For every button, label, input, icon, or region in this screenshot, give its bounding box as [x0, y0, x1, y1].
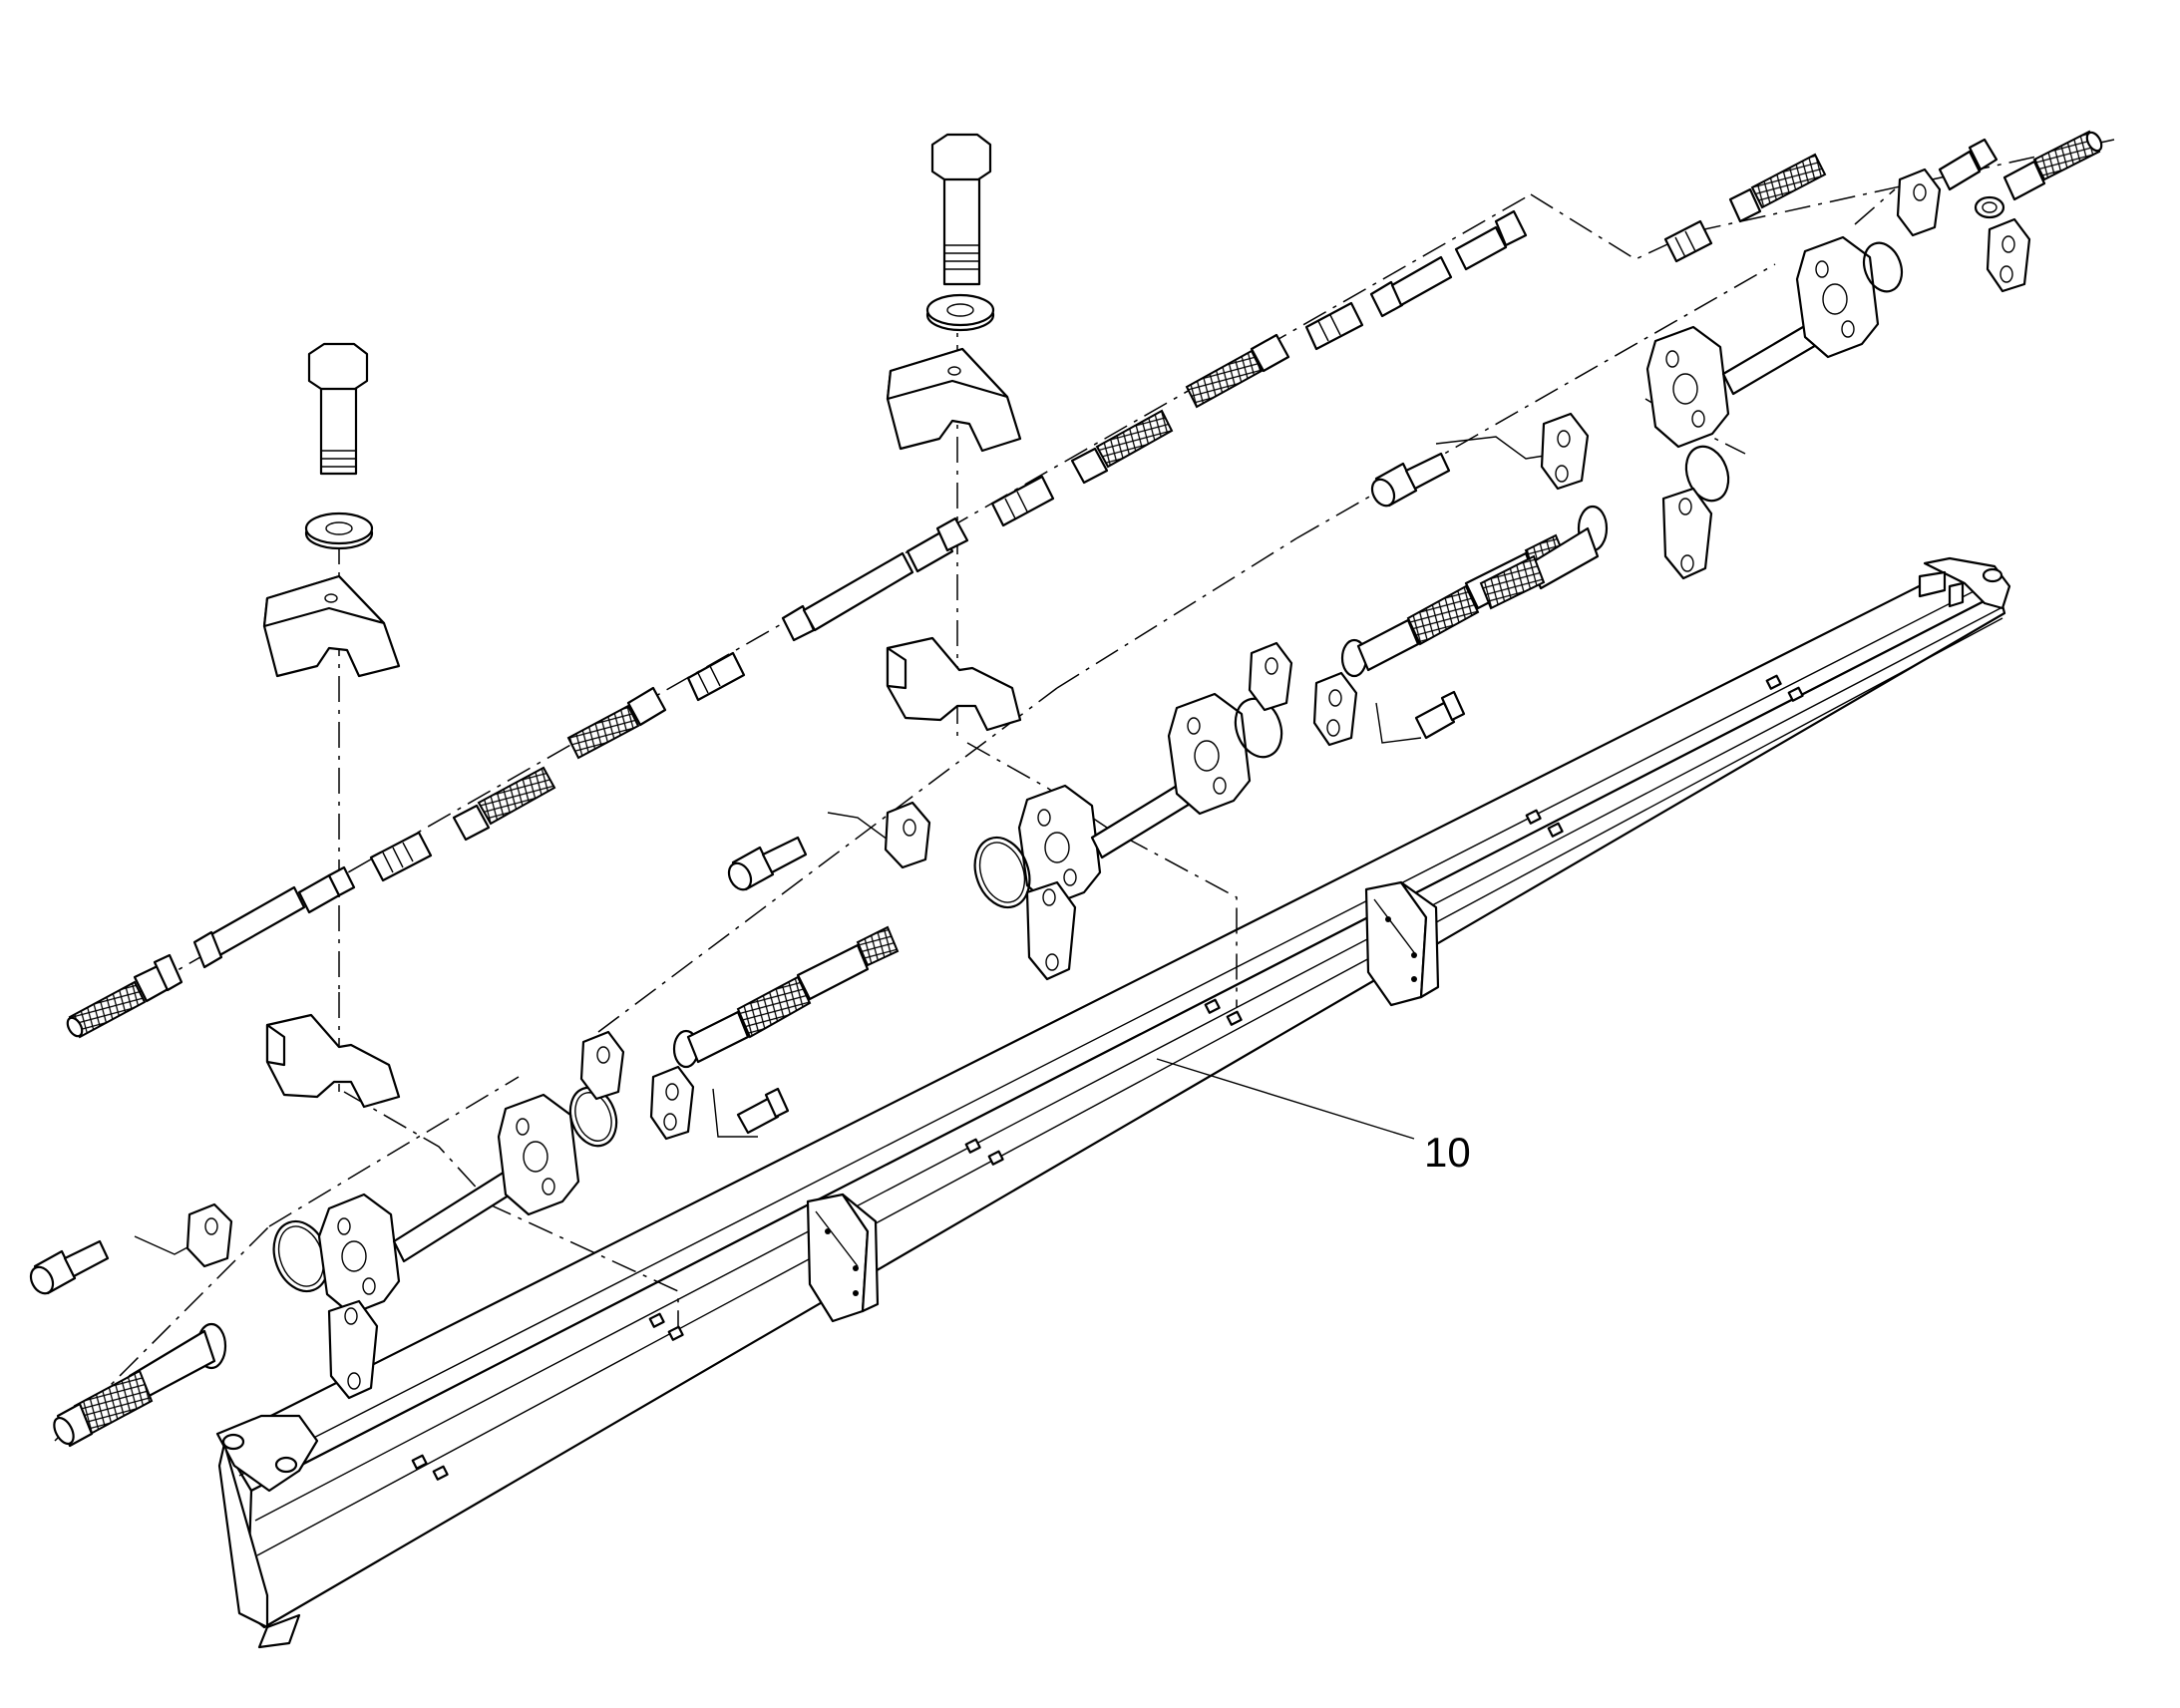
hose-braided-end: [2002, 130, 2103, 201]
o-ring: [568, 1086, 618, 1148]
socket-cap-screw: [1414, 690, 1466, 740]
threaded-adapter: [686, 651, 746, 702]
clamp-block-bottom-left: [265, 1013, 401, 1109]
hydraulic-tube: [781, 516, 969, 642]
callout-10: 10: [1156, 1058, 1471, 1176]
washer-center: [925, 293, 995, 332]
flanged-hose-end: [1479, 505, 1609, 610]
clamp-block-bottom-center: [886, 636, 1022, 732]
clamp-block-top-left: [262, 574, 401, 678]
boom-collar: [806, 1193, 880, 1323]
hydraulic-tube: [1369, 209, 1528, 318]
hex-fitting: [153, 953, 183, 992]
rail-clips: [411, 674, 1804, 1481]
o-ring: [1862, 241, 1904, 293]
split-flange-half: [1312, 671, 1358, 747]
o-ring: [973, 836, 1031, 909]
split-flange-half: [1986, 217, 2031, 293]
threaded-adapter: [990, 475, 1055, 527]
socket-cap-screw: [1370, 452, 1451, 508]
flange-plate: [1017, 784, 1102, 907]
hose-braided-segment: [1728, 153, 1827, 223]
split-flange-half: [1025, 880, 1077, 981]
cap-screw: [1938, 138, 1998, 191]
callout-label: 10: [1424, 1129, 1471, 1176]
clamp-bolt-center: [930, 133, 992, 286]
hose-braided-segment: [566, 686, 667, 760]
flange-ring: [1974, 195, 2005, 219]
threaded-adapter: [369, 831, 433, 882]
flanged-hose-end: [672, 925, 900, 1069]
split-flange-half: [1661, 487, 1713, 580]
boom-collar: [1364, 880, 1440, 1007]
split-flange-half: [649, 1065, 695, 1141]
split-flange-half: [579, 1030, 625, 1101]
hydraulic-tube: [192, 865, 356, 969]
flanged-hose-end: [53, 1322, 227, 1448]
flange-plate: [1645, 325, 1730, 449]
washer-left: [304, 512, 374, 550]
threaded-adapter: [1663, 219, 1713, 263]
o-ring: [1234, 697, 1283, 759]
o-ring: [1684, 445, 1730, 503]
socket-cap-screw: [29, 1239, 110, 1295]
hose-braided-segment: [1185, 333, 1290, 409]
flange-plate: [317, 1193, 401, 1316]
threaded-adapter: [1304, 301, 1364, 351]
clamp-bolt-left: [307, 342, 369, 476]
socket-cap-screw: [727, 836, 808, 891]
clamp-block-top-center: [886, 347, 1022, 453]
flange-plate: [497, 1093, 580, 1216]
split-flange-half: [1248, 641, 1293, 712]
hose-braided-segment: [452, 766, 556, 842]
hose-braided-segment: [1070, 409, 1174, 485]
split-flange-half: [185, 1202, 233, 1268]
split-flange-half: [1540, 412, 1590, 491]
split-flange-half: [884, 801, 931, 869]
flange-plate: [1795, 235, 1880, 359]
split-flange-half: [327, 1299, 379, 1400]
socket-cap-screw: [736, 1087, 790, 1135]
hose-braided-end: [66, 963, 174, 1039]
upper-hose-assembly: [66, 130, 2103, 1039]
flange-plate: [1167, 692, 1252, 816]
split-flange-half: [1896, 168, 1942, 237]
boom-rail: [215, 556, 2011, 1649]
